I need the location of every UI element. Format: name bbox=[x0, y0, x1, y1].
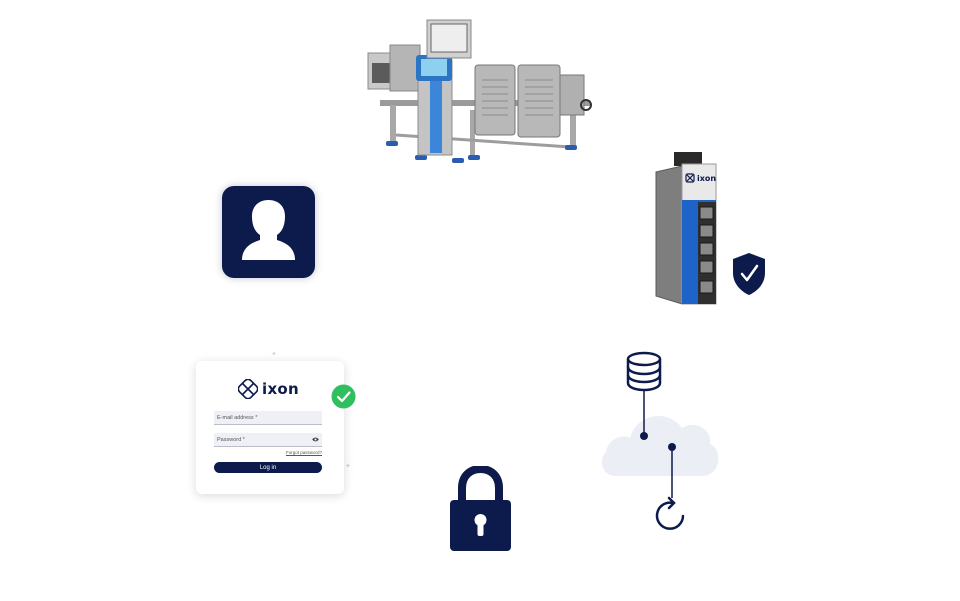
cloud-data-icon bbox=[601, 351, 719, 530]
email-field[interactable]: E-mail address * bbox=[214, 411, 322, 425]
industrial-machine-image bbox=[367, 19, 592, 163]
password-placeholder: Password * bbox=[217, 437, 245, 443]
check-badge-icon bbox=[331, 384, 356, 409]
ixon-logo-icon bbox=[238, 379, 258, 399]
ixon-logo-text: ixon bbox=[262, 380, 300, 398]
password-field[interactable]: Password * bbox=[214, 433, 322, 447]
ixrouter-device: ixon bbox=[652, 150, 720, 308]
email-placeholder: E-mail address * bbox=[217, 415, 258, 421]
padlock-icon bbox=[450, 466, 511, 551]
sparkle-icon: ✦ bbox=[345, 463, 351, 470]
login-button[interactable]: Log in bbox=[214, 462, 322, 473]
database-icon bbox=[626, 351, 662, 392]
forgot-password-link[interactable]: Forgot password? bbox=[285, 450, 322, 455]
ixon-logo: ixon bbox=[238, 379, 299, 399]
user-icon bbox=[222, 186, 315, 278]
eye-icon[interactable] bbox=[312, 436, 319, 443]
router-brand-label: ixon bbox=[697, 174, 717, 183]
shield-check-icon bbox=[733, 253, 765, 295]
login-card: ixon E-mail address * Password * Forgot … bbox=[196, 361, 344, 494]
sparkle-icon: ✦ bbox=[271, 351, 277, 358]
refresh-icon bbox=[655, 496, 685, 530]
